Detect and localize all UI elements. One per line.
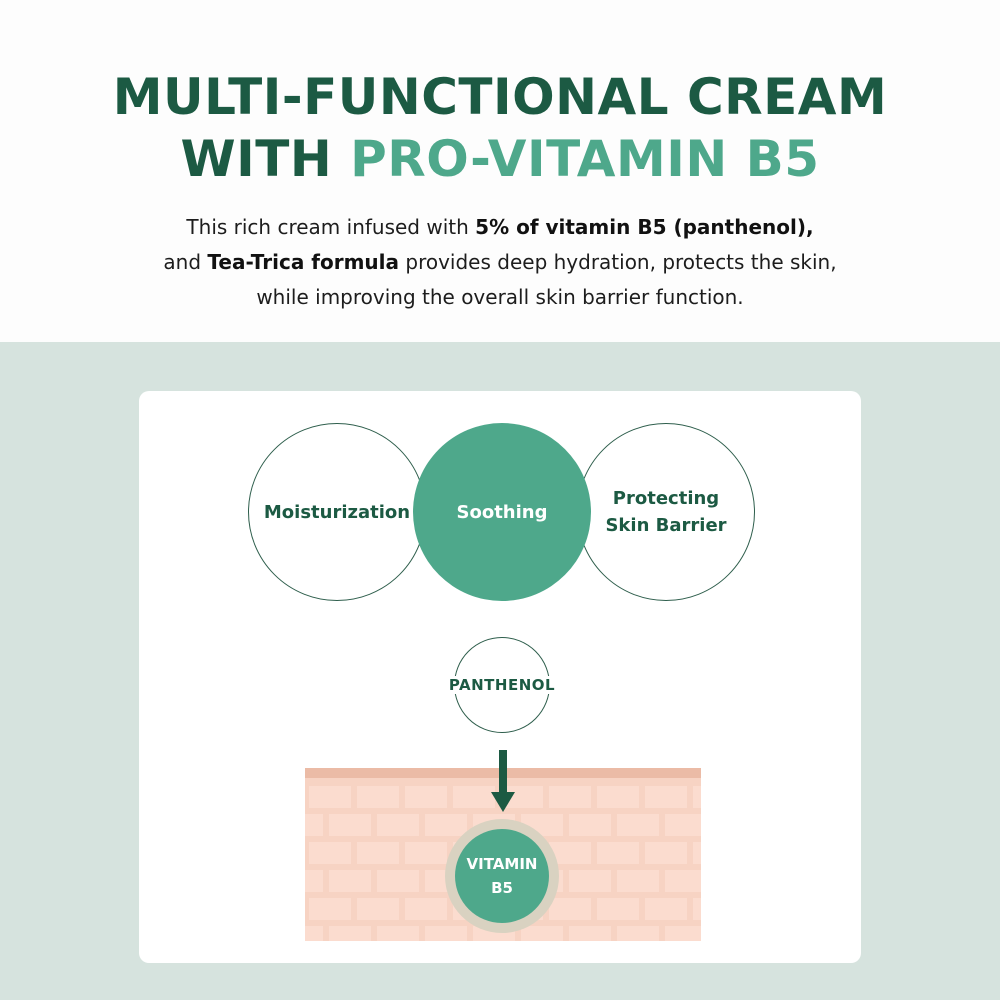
skin-brick (305, 870, 323, 892)
benefit-circle-soothing: Soothing (413, 423, 591, 601)
benefit-label-moisturization: Moisturization (263, 501, 411, 523)
vitamin-b5-label-line-1: VITAMIN (466, 855, 538, 873)
skin-brick (309, 842, 351, 864)
skin-brick (569, 814, 611, 836)
intro-text-2: provides deep hydration, protects the sk… (399, 250, 837, 274)
skin-brick (665, 814, 701, 836)
skin-brick (665, 926, 701, 941)
skin-brick (357, 786, 399, 808)
skin-brick (665, 870, 701, 892)
skin-brick (377, 870, 419, 892)
vitamin-b5-label-line-2: B5 (491, 879, 513, 897)
skin-brick (549, 842, 591, 864)
panthenol-label: PANTHENOL (430, 676, 574, 694)
skin-brick (693, 898, 701, 920)
intro-bold-1: 5% of vitamin B5 (panthenol), (475, 215, 814, 239)
skin-brick (405, 842, 447, 864)
skin-brick (309, 786, 351, 808)
benefit-label-protecting-line-2: Skin Barrier (605, 515, 727, 536)
headline-line-2-accent: PRO-VITAMIN B5 (350, 130, 820, 188)
skin-brick (617, 870, 659, 892)
benefit-label-soothing: Soothing (456, 501, 548, 523)
benefit-circle-moisturization: Moisturization (248, 423, 426, 601)
skin-brick (425, 814, 467, 836)
vitamin-b5-label: VITAMIN B5 (467, 852, 538, 900)
intro-text-1: This rich cream infused with (186, 215, 476, 239)
skin-brick (405, 898, 447, 920)
skin-brick (645, 898, 687, 920)
skin-brick (405, 786, 447, 808)
skin-brick (305, 926, 323, 941)
skin-brick (357, 842, 399, 864)
benefit-label-protecting: Protecting Skin Barrier (605, 485, 726, 539)
skin-brick (569, 926, 611, 941)
skin-brick (377, 926, 419, 941)
intro-paragraph: This rich cream infused with 5% of vitam… (0, 210, 1000, 315)
skin-brick (597, 898, 639, 920)
skin-brick (645, 842, 687, 864)
skin-brick (357, 898, 399, 920)
headline-line-1: MULTI-FUNCTIONAL CREAM (112, 68, 888, 126)
headline: MULTI-FUNCTIONAL CREAM WITH PRO-VITAMIN … (0, 66, 1000, 190)
skin-brick (597, 842, 639, 864)
skin-brick (549, 786, 591, 808)
skin-brick (693, 786, 701, 808)
intro-bold-2: Tea-Trica formula (207, 250, 400, 274)
skin-brick (617, 926, 659, 941)
skin-brick (329, 870, 371, 892)
intro-text-3: while improving the overall skin barrier… (256, 285, 744, 309)
intro-text-2-prefix: and (163, 250, 208, 274)
skin-brick (597, 786, 639, 808)
skin-brick (305, 814, 323, 836)
benefit-label-protecting-line-1: Protecting (612, 488, 720, 509)
benefit-circle-protecting: Protecting Skin Barrier (577, 423, 755, 601)
vitamin-b5-circle: VITAMIN B5 (455, 829, 549, 923)
skin-brick (645, 786, 687, 808)
skin-brick (309, 898, 351, 920)
header-section: MULTI-FUNCTIONAL CREAM WITH PRO-VITAMIN … (0, 0, 1000, 342)
skin-brick (329, 814, 371, 836)
skin-brick (569, 870, 611, 892)
arrow-shaft (499, 750, 507, 794)
skin-brick (377, 814, 419, 836)
skin-brick (693, 842, 701, 864)
arrow-down-icon (491, 792, 515, 812)
skin-brick (453, 786, 495, 808)
skin-brick (521, 926, 563, 941)
skin-brick (617, 814, 659, 836)
skin-brick (549, 898, 591, 920)
skin-brick (329, 926, 371, 941)
skin-brick (425, 926, 467, 941)
headline-line-2-prefix: WITH (180, 130, 351, 188)
